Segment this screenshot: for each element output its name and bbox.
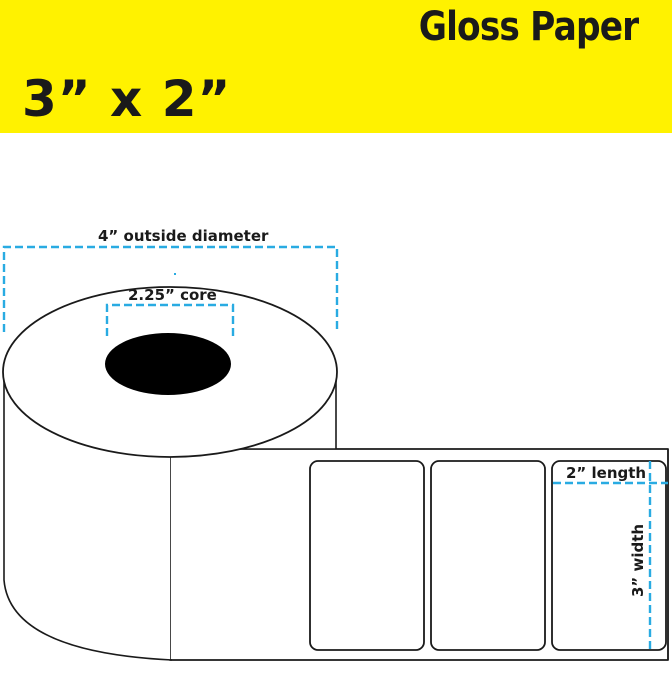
width-label: 3” width	[629, 524, 647, 597]
core-label: 2.25” core	[128, 286, 217, 304]
header-banner	[0, 0, 672, 133]
outside-diameter-label: 4” outside diameter	[98, 227, 269, 245]
labels	[309, 460, 667, 651]
label-1	[309, 460, 425, 651]
core-bracket	[105, 303, 235, 336]
length-label: 2” length	[566, 464, 646, 482]
outside-diameter-bracket	[2, 245, 339, 332]
label-3	[551, 460, 667, 651]
label-2	[430, 460, 546, 651]
core-hole	[105, 333, 231, 395]
product-type-title: Gloss Paper	[418, 4, 638, 50]
label-size-title: 3” x 2”	[22, 70, 232, 128]
dimension-lines	[2, 245, 668, 651]
